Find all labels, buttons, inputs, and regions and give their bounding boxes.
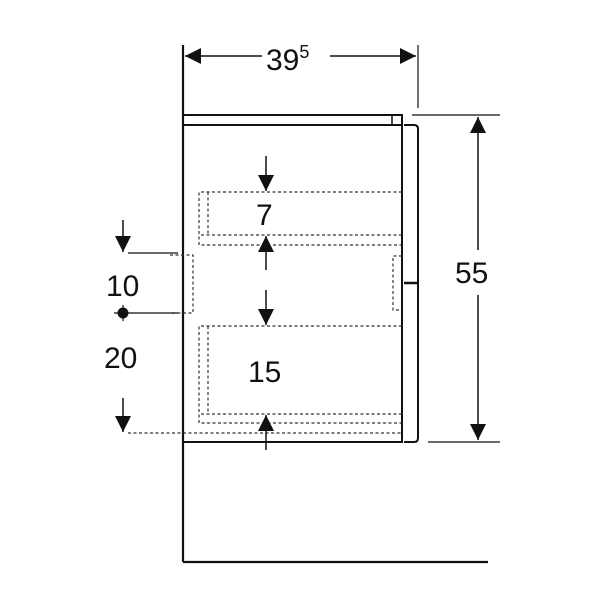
width-label: 395	[266, 42, 309, 77]
mount-offset-lower-label: 20	[104, 342, 137, 375]
drawer-top-height-label: 7	[256, 199, 273, 232]
drawer-bottom-height-label: 15	[248, 356, 281, 389]
drawer-top	[198, 191, 402, 246]
top-plate-corner	[391, 114, 403, 126]
cabinet	[182, 114, 419, 443]
right-mount-bracket	[392, 255, 402, 311]
cabinet-body	[182, 124, 403, 443]
drawer-bottom	[128, 325, 402, 434]
top-plate	[182, 114, 403, 126]
left-mount-bracket	[170, 254, 194, 314]
mount-offset-upper-label: 10	[106, 270, 139, 303]
height-label: 55	[455, 257, 488, 290]
